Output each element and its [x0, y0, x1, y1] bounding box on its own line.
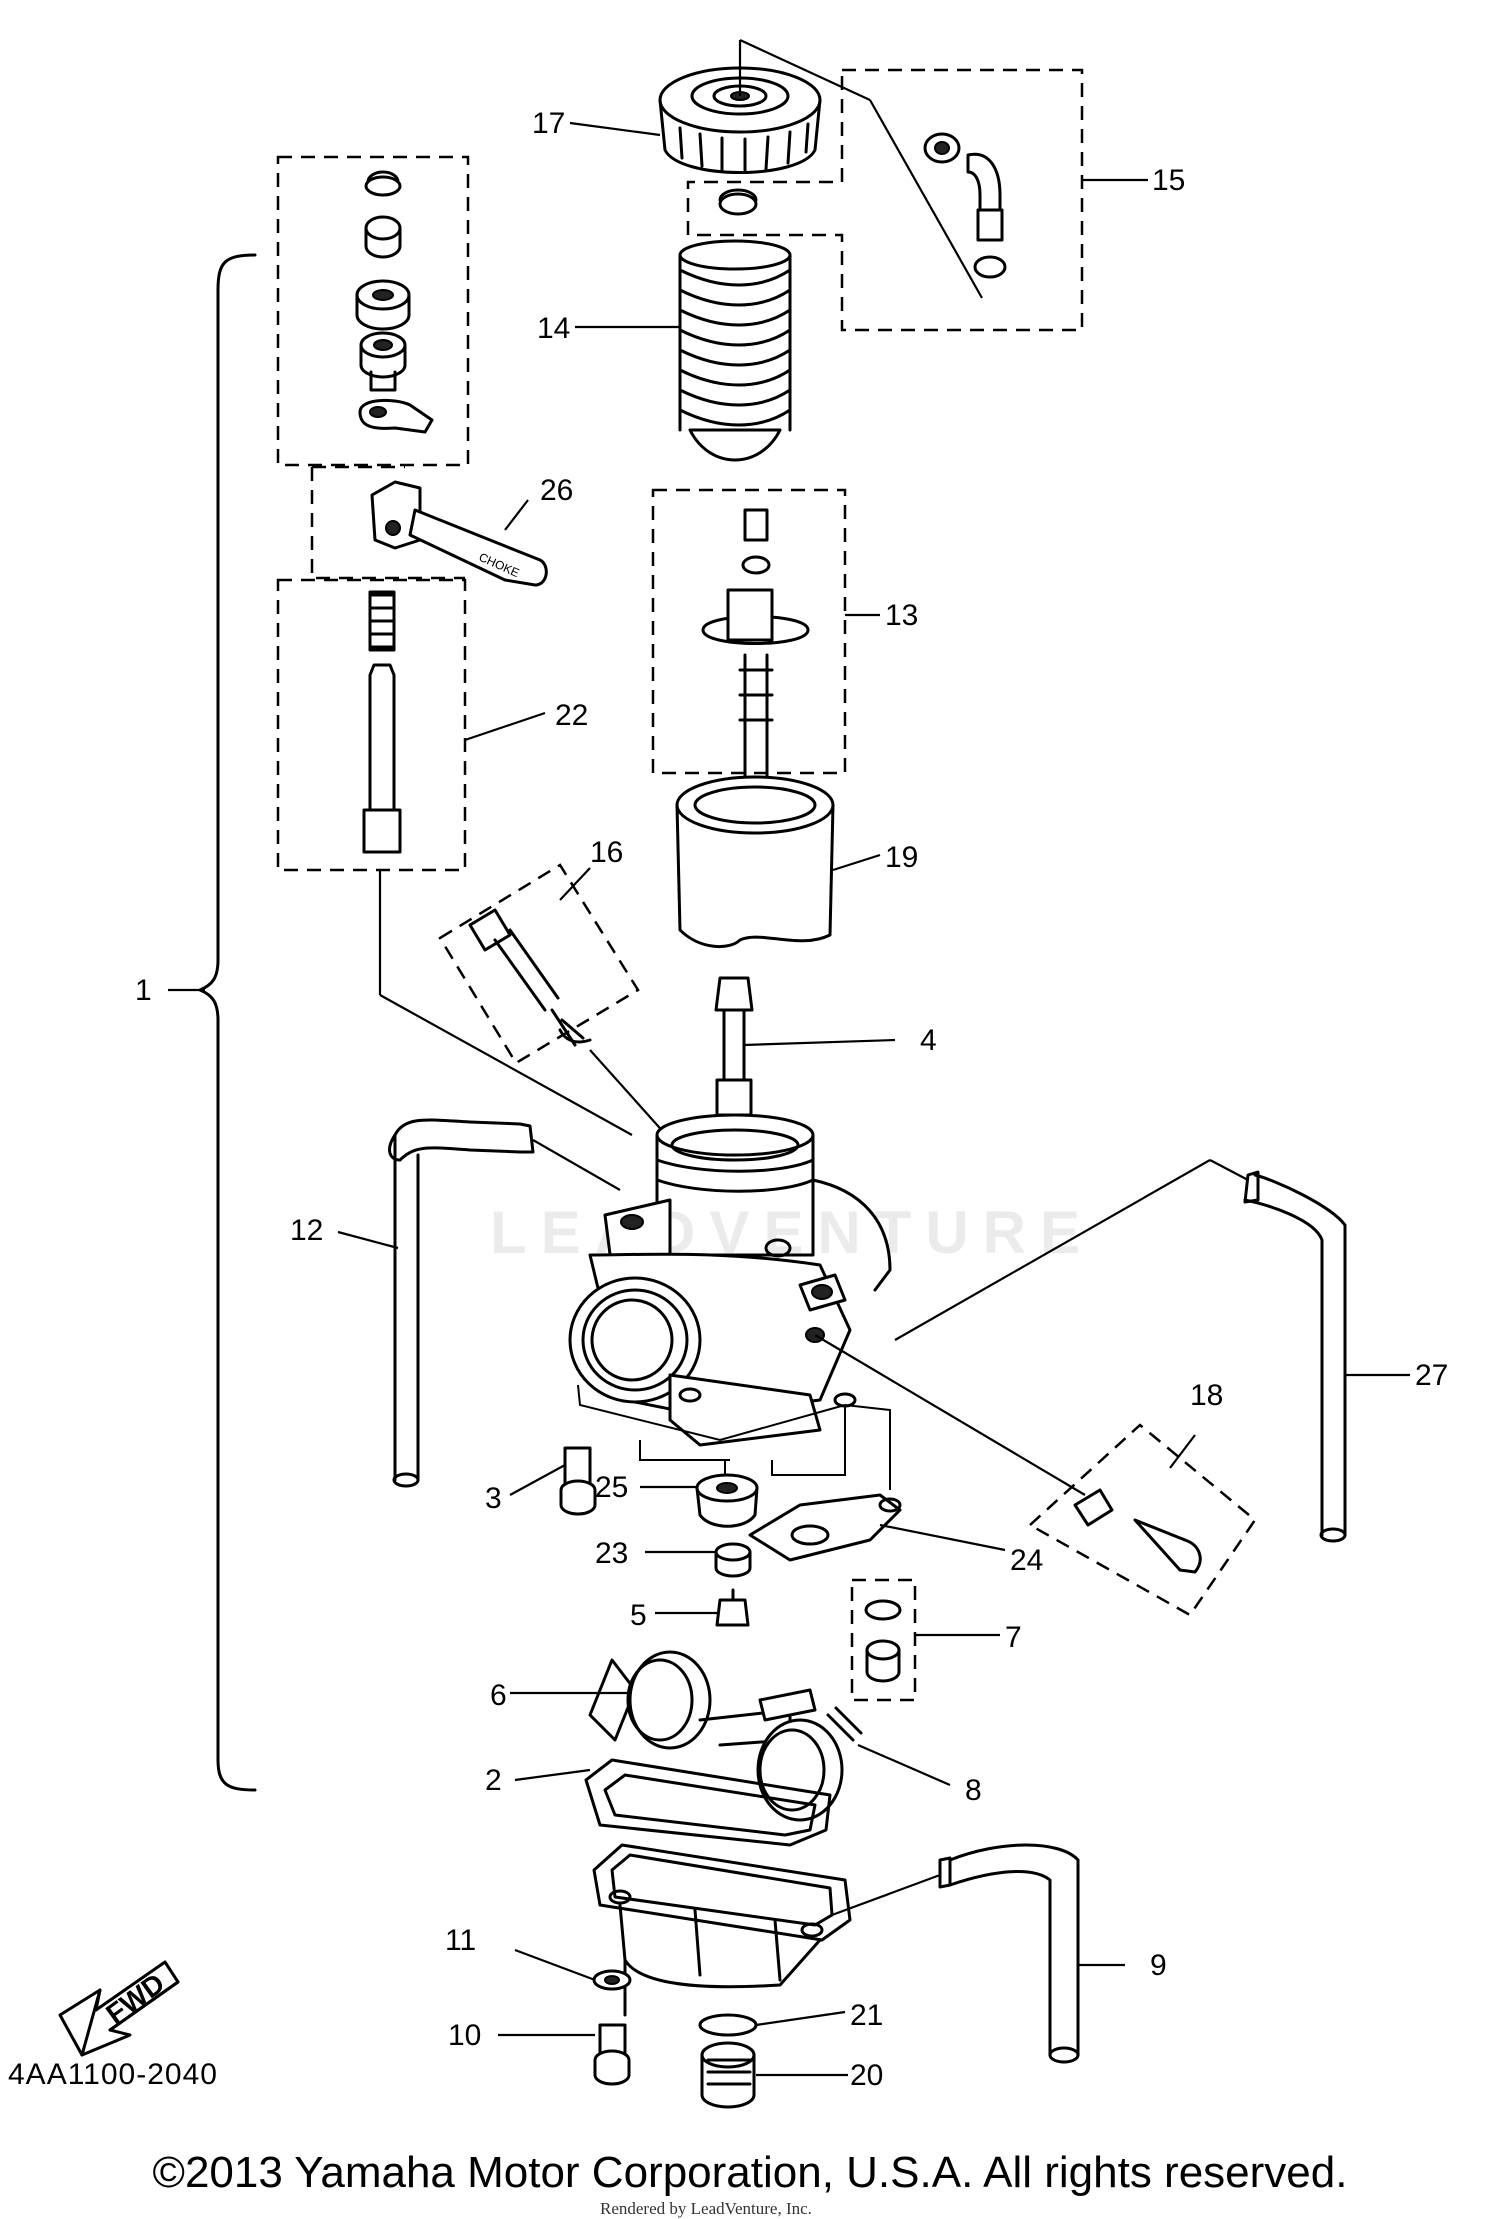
copyright-notice: ©2013 Yamaha Motor Corporation, U.S.A. A…	[152, 2148, 1348, 2197]
leader-lines	[337, 121, 1410, 2077]
throttle-valve	[675, 775, 835, 949]
drain-plug	[698, 2013, 758, 2109]
air-screw	[1073, 1488, 1202, 1574]
needle-jet	[714, 976, 754, 1117]
callout-27: 27	[1415, 1359, 1448, 1392]
callout-16: 16	[590, 836, 623, 869]
assembly-bracket	[168, 253, 257, 1792]
carb-top-cap	[658, 39, 983, 299]
callout-24: 24	[1010, 1544, 1043, 1577]
callout-15: 15	[1152, 164, 1185, 197]
callout-3: 3	[485, 1482, 502, 1515]
callout-25: 25	[595, 1471, 628, 1504]
callout-6: 6	[490, 1679, 507, 1712]
callout-20: 20	[850, 2059, 883, 2092]
jet-needle	[701, 508, 810, 792]
callout-17: 17	[532, 107, 565, 140]
float-assembly	[584, 1650, 863, 1847]
part-7	[864, 1599, 902, 1683]
callout-5: 5	[630, 1599, 647, 1632]
callout-11: 11	[445, 1924, 476, 1957]
callout-1: 1	[135, 974, 152, 1007]
callout-8: 8	[965, 1774, 982, 1807]
choke-lever: CHOKE	[370, 480, 548, 587]
air-vent-fitting	[923, 132, 1007, 279]
vent-tubes	[388, 1118, 1347, 2064]
baffle-plate	[748, 1493, 902, 1562]
callout-13: 13	[885, 599, 918, 632]
callout-12: 12	[290, 1214, 323, 1247]
throttle-spring	[678, 239, 792, 462]
idle-screw	[468, 908, 676, 1146]
float-bowl	[592, 1843, 852, 2017]
bowl-guide-lines	[577, 1384, 891, 1490]
starter-plunger	[362, 590, 633, 1136]
callout-18: 18	[1190, 1379, 1223, 1412]
carburetor-body	[568, 1113, 1086, 1496]
starter-parts	[355, 170, 434, 434]
cap-clip	[718, 188, 758, 216]
callout-2: 2	[485, 1764, 502, 1797]
callout-10: 10	[448, 2019, 481, 2052]
callout-labels: 1 2 3 4 5 6 7 8 9 10 11 12 13 14 15 16 1…	[135, 107, 1448, 2092]
render-note: Rendered by LeadVenture, Inc.	[600, 2199, 812, 2218]
callout-9: 9	[1150, 1949, 1167, 1982]
ring-23	[714, 1542, 752, 1578]
jet-holder	[695, 1473, 759, 1528]
main-jet	[715, 1588, 750, 1627]
callout-7: 7	[1005, 1621, 1022, 1654]
callout-22: 22	[555, 699, 588, 732]
screw-3	[559, 1446, 597, 1516]
callout-4: 4	[920, 1024, 937, 1057]
bowl-screw	[592, 1969, 632, 2086]
diagram-code: 4AA1100-2040	[8, 2058, 218, 2091]
dashed-group-boxes	[276, 68, 1257, 1702]
fwd-arrow-icon: FWD	[58, 1960, 180, 2057]
callout-23: 23	[595, 1537, 628, 1570]
callout-26: 26	[540, 474, 573, 507]
callout-14: 14	[537, 312, 570, 345]
callout-21: 21	[850, 1999, 883, 2032]
callout-19: 19	[885, 841, 918, 874]
